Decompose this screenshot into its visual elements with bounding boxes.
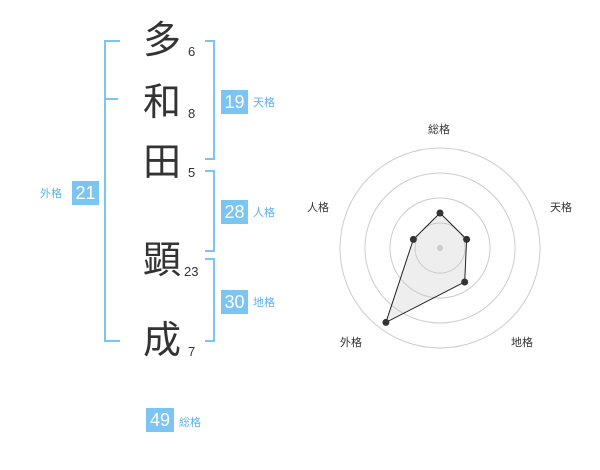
radar-axis-label-jinkaku: 人格 <box>307 201 329 214</box>
radar-ring-4 <box>339 147 541 349</box>
gaikaku-bracket-notch <box>104 98 118 100</box>
stroke-count-4: 23 <box>184 264 199 279</box>
chikaku-bracket <box>205 258 215 342</box>
stroke-count-5: 7 <box>188 344 196 359</box>
jinkaku-badge: 28 <box>221 200 248 224</box>
stroke-count-2: 8 <box>188 106 196 121</box>
radar-point-4 <box>382 318 390 326</box>
gaikaku-badge: 21 <box>72 181 99 205</box>
radar-axis-label-chikaku: 地格 <box>511 336 533 349</box>
name-char-4: 顕 <box>142 238 181 282</box>
jinkaku-label: 人格 <box>253 206 275 219</box>
name-char-1: 多 <box>142 18 181 62</box>
radar-ring-1 <box>414 222 466 274</box>
soukaku-label: 総格 <box>179 416 201 429</box>
radar-point-3 <box>461 278 469 286</box>
chikaku-label: 地格 <box>253 296 275 309</box>
name-char-5: 成 <box>142 318 181 362</box>
radar-axis-label-tenkaku: 天格 <box>550 201 572 214</box>
gaikaku-label: 外格 <box>40 187 62 200</box>
radar-point-2 <box>463 235 471 243</box>
radar-ring-3 <box>364 172 516 324</box>
radar-area <box>385 212 468 324</box>
tenkaku-bracket <box>205 40 215 160</box>
chikaku-badge: 30 <box>221 290 248 314</box>
soukaku-badge: 49 <box>146 408 174 432</box>
radar-axis-label-soukaku: 総格 <box>428 123 450 136</box>
radar-point-5 <box>409 235 417 243</box>
name-char-2: 和 <box>142 80 181 124</box>
name-char-3: 田 <box>142 140 181 184</box>
gaikaku-bracket <box>104 40 120 342</box>
tenkaku-label: 天格 <box>253 96 275 109</box>
tenkaku-badge: 19 <box>221 90 248 114</box>
radar-point-1 <box>436 209 444 217</box>
radar-axis-label-gaikaku: 外格 <box>340 336 362 349</box>
radar-ring-2 <box>389 197 491 299</box>
radar-center-dot <box>437 245 443 251</box>
jinkaku-bracket <box>205 170 215 252</box>
stroke-count-1: 6 <box>188 44 196 59</box>
stroke-count-3: 5 <box>188 165 196 180</box>
